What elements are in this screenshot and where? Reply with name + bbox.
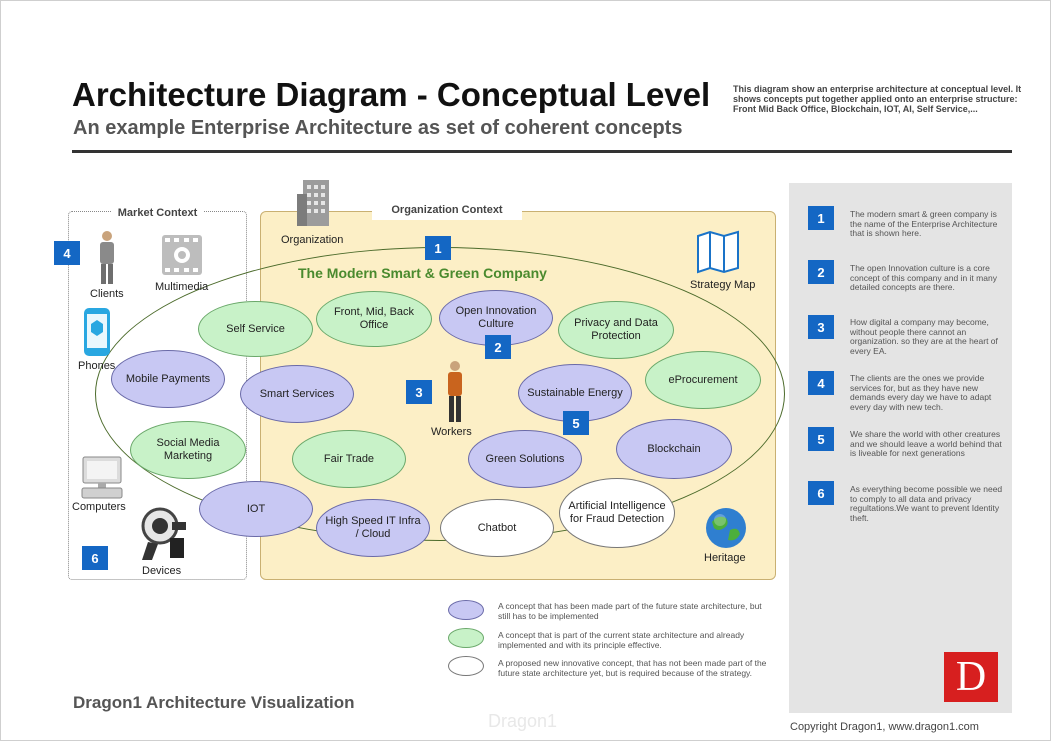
- legend-white-text: A proposed new innovative concept, that …: [498, 658, 767, 678]
- heritage-globe-icon: [706, 508, 746, 548]
- concept-self-service[interactable]: Self Service: [198, 301, 313, 357]
- organization-context-title: Organization Context: [372, 202, 522, 220]
- phones-label: Phones: [78, 360, 116, 372]
- worker-person-icon: [448, 361, 462, 422]
- badge-1: 1: [425, 236, 451, 260]
- page-subtitle: An example Enterprise Architecture as se…: [73, 117, 683, 139]
- copyright: Copyright Dragon1, www.dragon1.com: [790, 721, 979, 733]
- badge-2: 2: [485, 335, 511, 359]
- page-title: Architecture Diagram - Conceptual Level: [72, 76, 711, 113]
- client-person-icon: [100, 231, 114, 284]
- computer-icon: [81, 456, 123, 499]
- concept-privacy-data-protection[interactable]: Privacy and Data Protection: [558, 301, 674, 359]
- concept-iot[interactable]: IOT: [199, 481, 313, 537]
- legend-purple-text: A concept that has been made part of the…: [498, 601, 762, 621]
- legend-green-text: A concept that is part of the current st…: [498, 630, 745, 650]
- note-2: The open Innovation culture is a core co…: [850, 263, 997, 292]
- note-1: The modern smart & green company is the …: [850, 209, 998, 238]
- company-name: The Modern Smart & Green Company: [298, 265, 547, 281]
- header-divider: [72, 150, 1012, 153]
- concept-chatbot[interactable]: Chatbot: [440, 499, 554, 557]
- legend-purple-swatch: [448, 600, 484, 620]
- concept-social-media-marketing[interactable]: Social Media Marketing: [130, 421, 246, 479]
- note-5: We share the world with other creatures …: [850, 429, 1002, 458]
- note-badge-6: 6: [808, 481, 834, 505]
- heritage-label: Heritage: [704, 552, 746, 564]
- organization-label: Organization: [281, 234, 344, 246]
- concept-ai-fraud-detection[interactable]: Artificial Intelligence for Fraud Detect…: [559, 478, 675, 548]
- footer-brand: Dragon1 Architecture Visualization: [73, 693, 355, 712]
- badge-5: 5: [563, 411, 589, 435]
- multimedia-icon: [162, 235, 202, 275]
- note-3: How digital a company may become, withou…: [850, 317, 998, 356]
- phone-icon: [84, 308, 110, 356]
- concept-smart-services[interactable]: Smart Services: [240, 365, 354, 423]
- clients-label: Clients: [90, 288, 124, 300]
- strategy-map-icon: [697, 230, 739, 274]
- note-badge-4: 4: [808, 371, 834, 395]
- multimedia-label: Multimedia: [155, 281, 209, 293]
- computers-label: Computers: [72, 501, 126, 513]
- organization-building-icon: [297, 180, 329, 226]
- note-6: As everything become possible we need to…: [850, 484, 1003, 523]
- concept-blockchain[interactable]: Blockchain: [616, 419, 732, 479]
- badge-6: 6: [82, 546, 108, 570]
- concept-front-mid-back-office[interactable]: Front, Mid, Back Office: [316, 291, 432, 347]
- devices-label: Devices: [142, 565, 182, 577]
- concept-fair-trade[interactable]: Fair Trade: [292, 430, 406, 488]
- legend-green-swatch: [448, 628, 484, 648]
- watermark: Dragon1: [488, 711, 558, 731]
- legend-white-swatch: [448, 656, 484, 676]
- concept-mobile-payments[interactable]: Mobile Payments: [111, 350, 225, 408]
- badge-3: 3: [406, 380, 432, 404]
- dragon1-logo: D: [944, 652, 998, 702]
- device-camera-icon: [141, 507, 186, 560]
- note-badge-2: 2: [808, 260, 834, 284]
- note-badge-3: 3: [808, 315, 834, 339]
- market-context-title: Market Context: [68, 207, 247, 219]
- concept-open-innovation-culture[interactable]: Open Innovation Culture: [439, 290, 553, 346]
- note-4: The clients are the ones we provide serv…: [850, 373, 992, 412]
- concept-green-solutions[interactable]: Green Solutions: [468, 430, 582, 488]
- workers-label: Workers: [431, 426, 472, 438]
- strategy-map-label: Strategy Map: [690, 279, 756, 291]
- concept-high-speed-it-infra-cloud[interactable]: High Speed IT Infra / Cloud: [316, 499, 430, 557]
- note-badge-5: 5: [808, 427, 834, 451]
- badge-4: 4: [54, 241, 80, 265]
- page-description: This diagram show an enterprise architec…: [733, 84, 1022, 114]
- concept-eprocurement[interactable]: eProcurement: [645, 351, 761, 409]
- note-badge-1: 1: [808, 206, 834, 230]
